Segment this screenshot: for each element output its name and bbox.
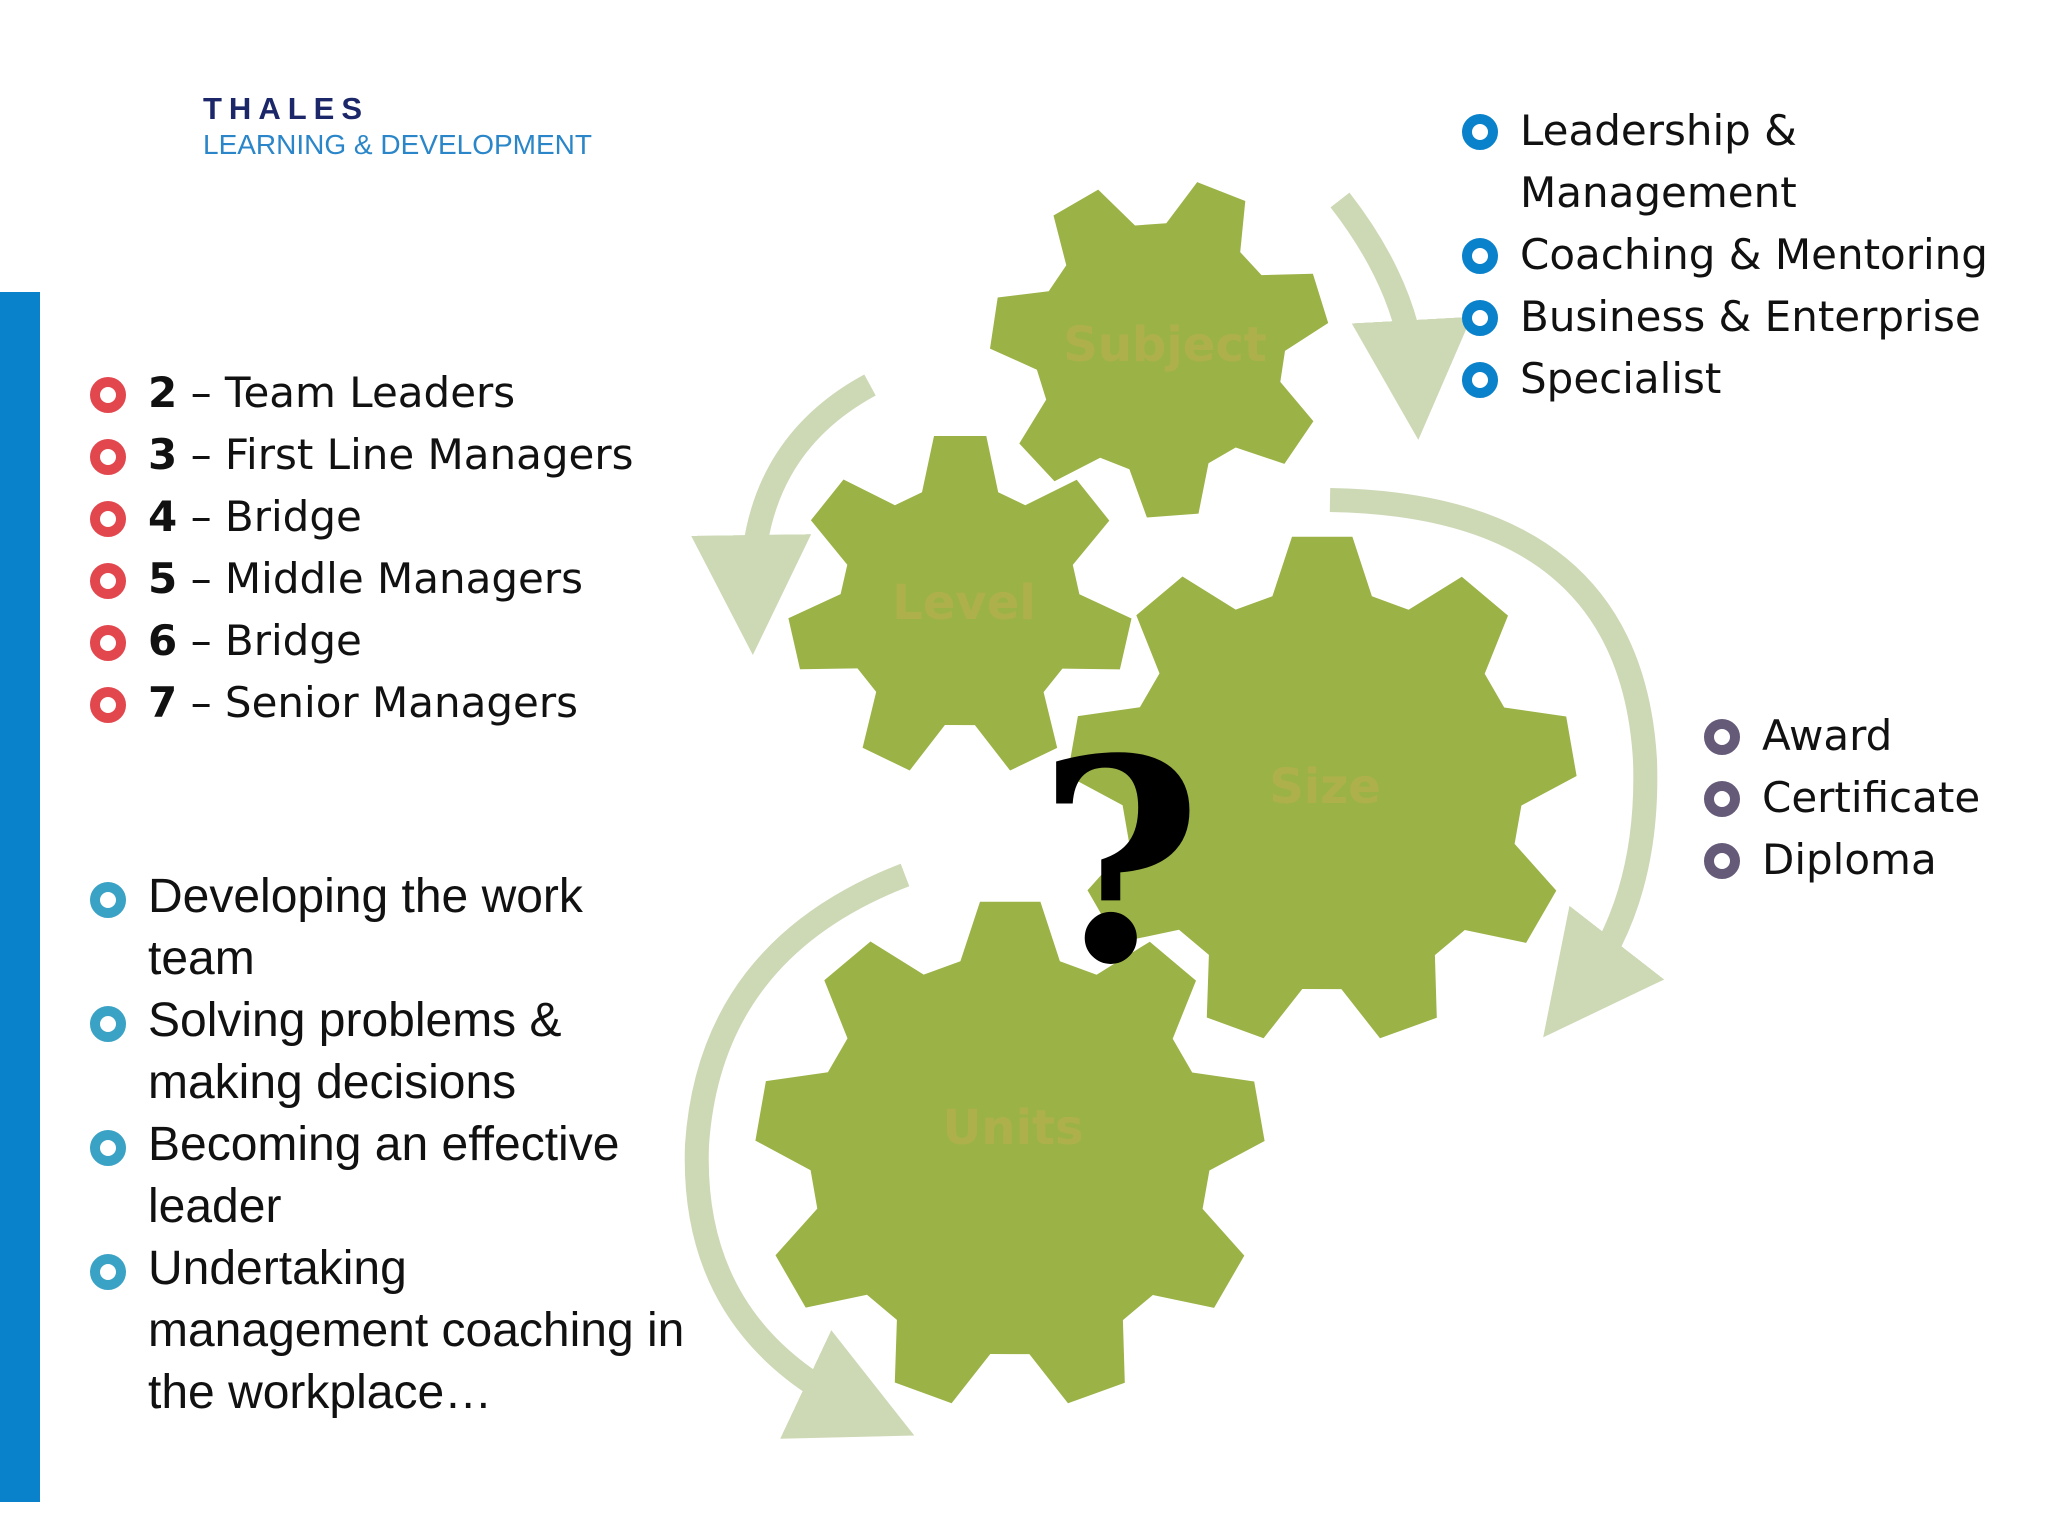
bullet-icon [1704, 781, 1740, 817]
bullet-icon [1462, 114, 1498, 150]
item-text: Award [1762, 711, 1893, 760]
bullet-icon [90, 1130, 126, 1166]
item-text: Undertaking management coaching in the w… [148, 1242, 685, 1419]
bullet-icon [1704, 719, 1740, 755]
gear-label-level: Level [892, 575, 1035, 631]
item-text: Solving problems & making decisions [148, 994, 562, 1109]
gear-units [755, 901, 1265, 1404]
item-text: Becoming an effective leader [148, 1118, 620, 1233]
topic-item: Developing the work team [90, 866, 690, 990]
subject-item: Business & Enterprise [1462, 286, 2022, 348]
level-number: 6 [148, 616, 178, 665]
bullet-icon [90, 377, 126, 413]
arrow-subject [1330, 192, 1472, 440]
arrow-level [691, 374, 876, 655]
item-text: – First Line Managers [177, 430, 634, 479]
bullet-icon [90, 687, 126, 723]
arrow-size [1329, 488, 1665, 1038]
subject-item: Specialist [1462, 348, 2022, 410]
topic-item: Becoming an effective leader [90, 1114, 690, 1238]
gear-size [1067, 536, 1577, 1039]
topic-item: Undertaking management coaching in the w… [90, 1238, 690, 1424]
gear-label-units: Units [942, 1100, 1083, 1156]
size-item: Award [1704, 705, 1980, 767]
level-item: 7 – Senior Managers [90, 672, 634, 734]
bullet-icon [90, 625, 126, 661]
item-text: Specialist [1520, 354, 1722, 403]
level-item: 2 – Team Leaders [90, 362, 634, 424]
bullet-icon [1462, 362, 1498, 398]
level-number: 7 [148, 678, 178, 727]
level-number: 4 [148, 492, 178, 541]
left-accent-bar [0, 292, 40, 1502]
level-number: 3 [148, 430, 178, 479]
bullet-icon [90, 563, 126, 599]
item-text: Leadership & Management [1520, 106, 1797, 217]
size-item: Certificate [1704, 767, 1980, 829]
bullet-icon [1462, 300, 1498, 336]
item-text: – Team Leaders [177, 368, 516, 417]
logo-brand: THALES [203, 91, 369, 126]
level-number: 5 [148, 554, 178, 603]
question-mark: ? [1038, 698, 1202, 1027]
gear-label-subject: Subject [1063, 317, 1267, 373]
item-text: – Bridge [177, 616, 362, 665]
level-number: 2 [148, 368, 178, 417]
item-text: – Middle Managers [177, 554, 584, 603]
gear-label-size: Size [1269, 759, 1381, 815]
item-text: Developing the work team [148, 870, 583, 985]
size-item: Diploma [1704, 829, 1980, 891]
bullet-icon [90, 882, 126, 918]
arrow-units [684, 863, 915, 1439]
item-text: Certificate [1762, 773, 1981, 822]
subject-item: Leadership & Management [1462, 100, 2022, 224]
item-text: Business & Enterprise [1520, 292, 1981, 341]
item-text: – Senior Managers [177, 678, 579, 727]
item-text: Coaching & Mentoring [1520, 230, 1988, 279]
level-item: 4 – Bridge [90, 486, 634, 548]
gear-subject [990, 182, 1329, 518]
bullet-icon [90, 501, 126, 537]
thales-logo: THALES LEARNING & DEVELOPMENT [203, 92, 592, 162]
level-item: 6 – Bridge [90, 610, 634, 672]
level-item: 3 – First Line Managers [90, 424, 634, 486]
level-item: 5 – Middle Managers [90, 548, 634, 610]
subject-item: Coaching & Mentoring [1462, 224, 2022, 286]
bullet-icon [90, 1006, 126, 1042]
item-text: Diploma [1762, 835, 1937, 884]
gear-level [788, 436, 1132, 771]
bullet-icon [90, 1254, 126, 1290]
item-text: – Bridge [177, 492, 362, 541]
logo-subtitle: LEARNING & DEVELOPMENT [203, 129, 592, 160]
bullet-icon [90, 439, 126, 475]
bullet-icon [1704, 843, 1740, 879]
bullet-icon [1462, 238, 1498, 274]
topic-item: Solving problems & making decisions [90, 990, 690, 1114]
